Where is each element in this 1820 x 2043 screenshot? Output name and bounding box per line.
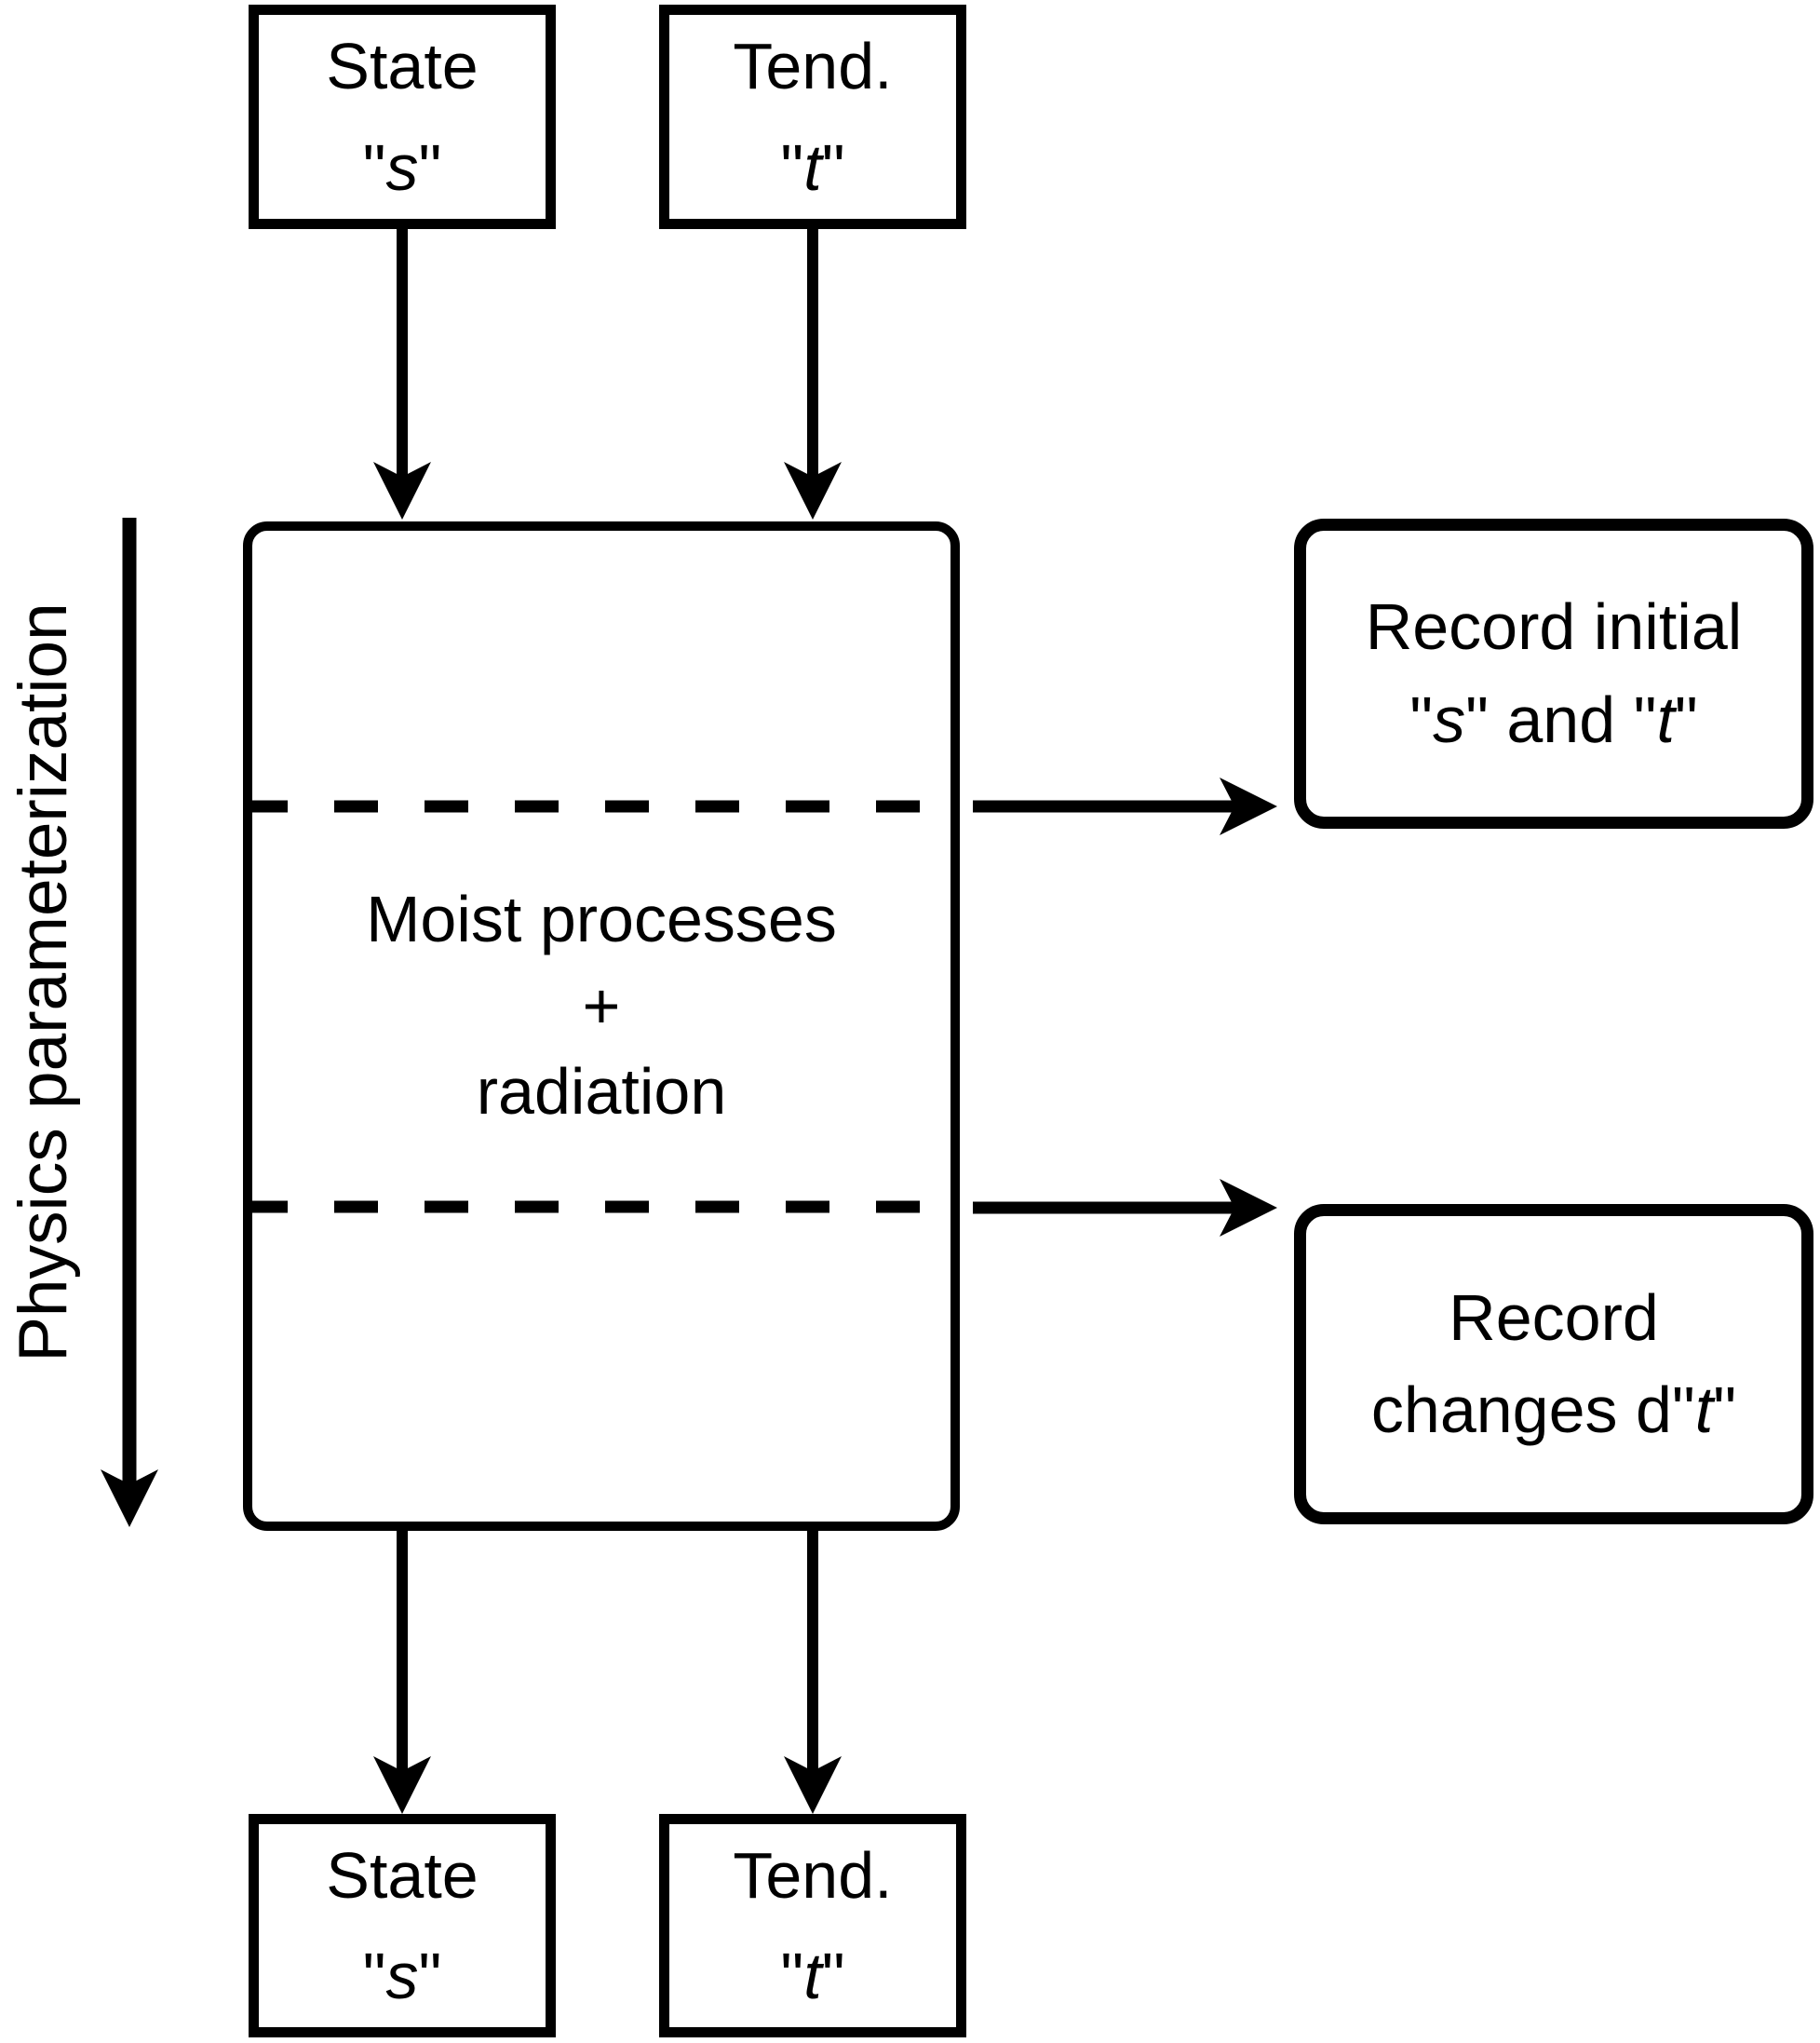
tend-bottom-title: Tend. bbox=[733, 1838, 893, 1912]
quote-mark: " bbox=[362, 130, 386, 204]
quote-mark: " bbox=[418, 130, 442, 204]
tend-top-variable: "t" bbox=[780, 117, 844, 219]
process-box-text: Moist processes + radiation bbox=[243, 810, 960, 1201]
state-top-title: State bbox=[326, 30, 479, 102]
arrow-tend-in bbox=[784, 229, 842, 520]
arrow-record-changes bbox=[973, 1179, 1277, 1237]
arrow-state-in bbox=[373, 229, 431, 520]
variable-s: s bbox=[1433, 683, 1466, 756]
state-bottom-title: State bbox=[326, 1838, 479, 1912]
state-top-variable: "s" bbox=[363, 117, 442, 219]
tend-bottom-box: Tend. "t" bbox=[659, 1814, 966, 2037]
variable-t: t bbox=[1656, 683, 1675, 756]
tend-top-title: Tend. bbox=[733, 30, 893, 102]
variable-t: t bbox=[803, 1940, 822, 2012]
physics-parameterization-label: Physics parameterization bbox=[6, 602, 81, 1362]
tend-bottom-variable: "t" bbox=[780, 1926, 844, 2027]
record-changes-box: Record changes d"t" bbox=[1294, 1204, 1813, 1524]
record-changes-line-1: Record bbox=[1449, 1280, 1659, 1354]
physics-parameterization-arrow bbox=[101, 518, 158, 1527]
process-line-1: Moist processes bbox=[366, 883, 837, 956]
arrow-record-initial bbox=[973, 778, 1277, 835]
variable-t: t bbox=[803, 130, 822, 204]
quote-mark: " bbox=[1713, 1373, 1737, 1446]
quote-mark: " bbox=[362, 1940, 386, 2012]
quote-and-quote: " and " bbox=[1465, 683, 1657, 756]
quote-mark: " bbox=[418, 1940, 442, 2012]
quote-mark: " bbox=[821, 1940, 845, 2012]
quote-mark: " bbox=[1409, 683, 1434, 756]
state-bottom-variable: "s" bbox=[363, 1926, 442, 2027]
record-initial-line-1: Record initial bbox=[1365, 590, 1743, 664]
quote-mark: " bbox=[821, 130, 845, 204]
record-changes-line-2: changes d"t" bbox=[1371, 1364, 1736, 1456]
record-initial-line-2: "s" and "t" bbox=[1409, 674, 1698, 766]
state-top-box: State "s" bbox=[249, 5, 556, 229]
tend-top-box: Tend. "t" bbox=[659, 5, 966, 229]
process-line-3: radiation bbox=[476, 1055, 727, 1129]
arrow-state-out bbox=[373, 1531, 431, 1814]
variable-s: s bbox=[385, 130, 419, 204]
quote-mark: " bbox=[780, 1940, 804, 2012]
quote-mark: " bbox=[780, 130, 804, 204]
variable-s: s bbox=[385, 1940, 419, 2012]
record-initial-box: Record initial "s" and "t" bbox=[1294, 519, 1813, 829]
process-line-2: + bbox=[582, 968, 621, 1042]
arrow-tend-out bbox=[784, 1531, 842, 1814]
variable-t: t bbox=[1694, 1373, 1714, 1446]
changes-d-quote: changes d" bbox=[1370, 1373, 1695, 1446]
process-box bbox=[243, 521, 960, 1531]
quote-mark: " bbox=[1674, 683, 1698, 756]
state-bottom-box: State "s" bbox=[249, 1814, 556, 2037]
